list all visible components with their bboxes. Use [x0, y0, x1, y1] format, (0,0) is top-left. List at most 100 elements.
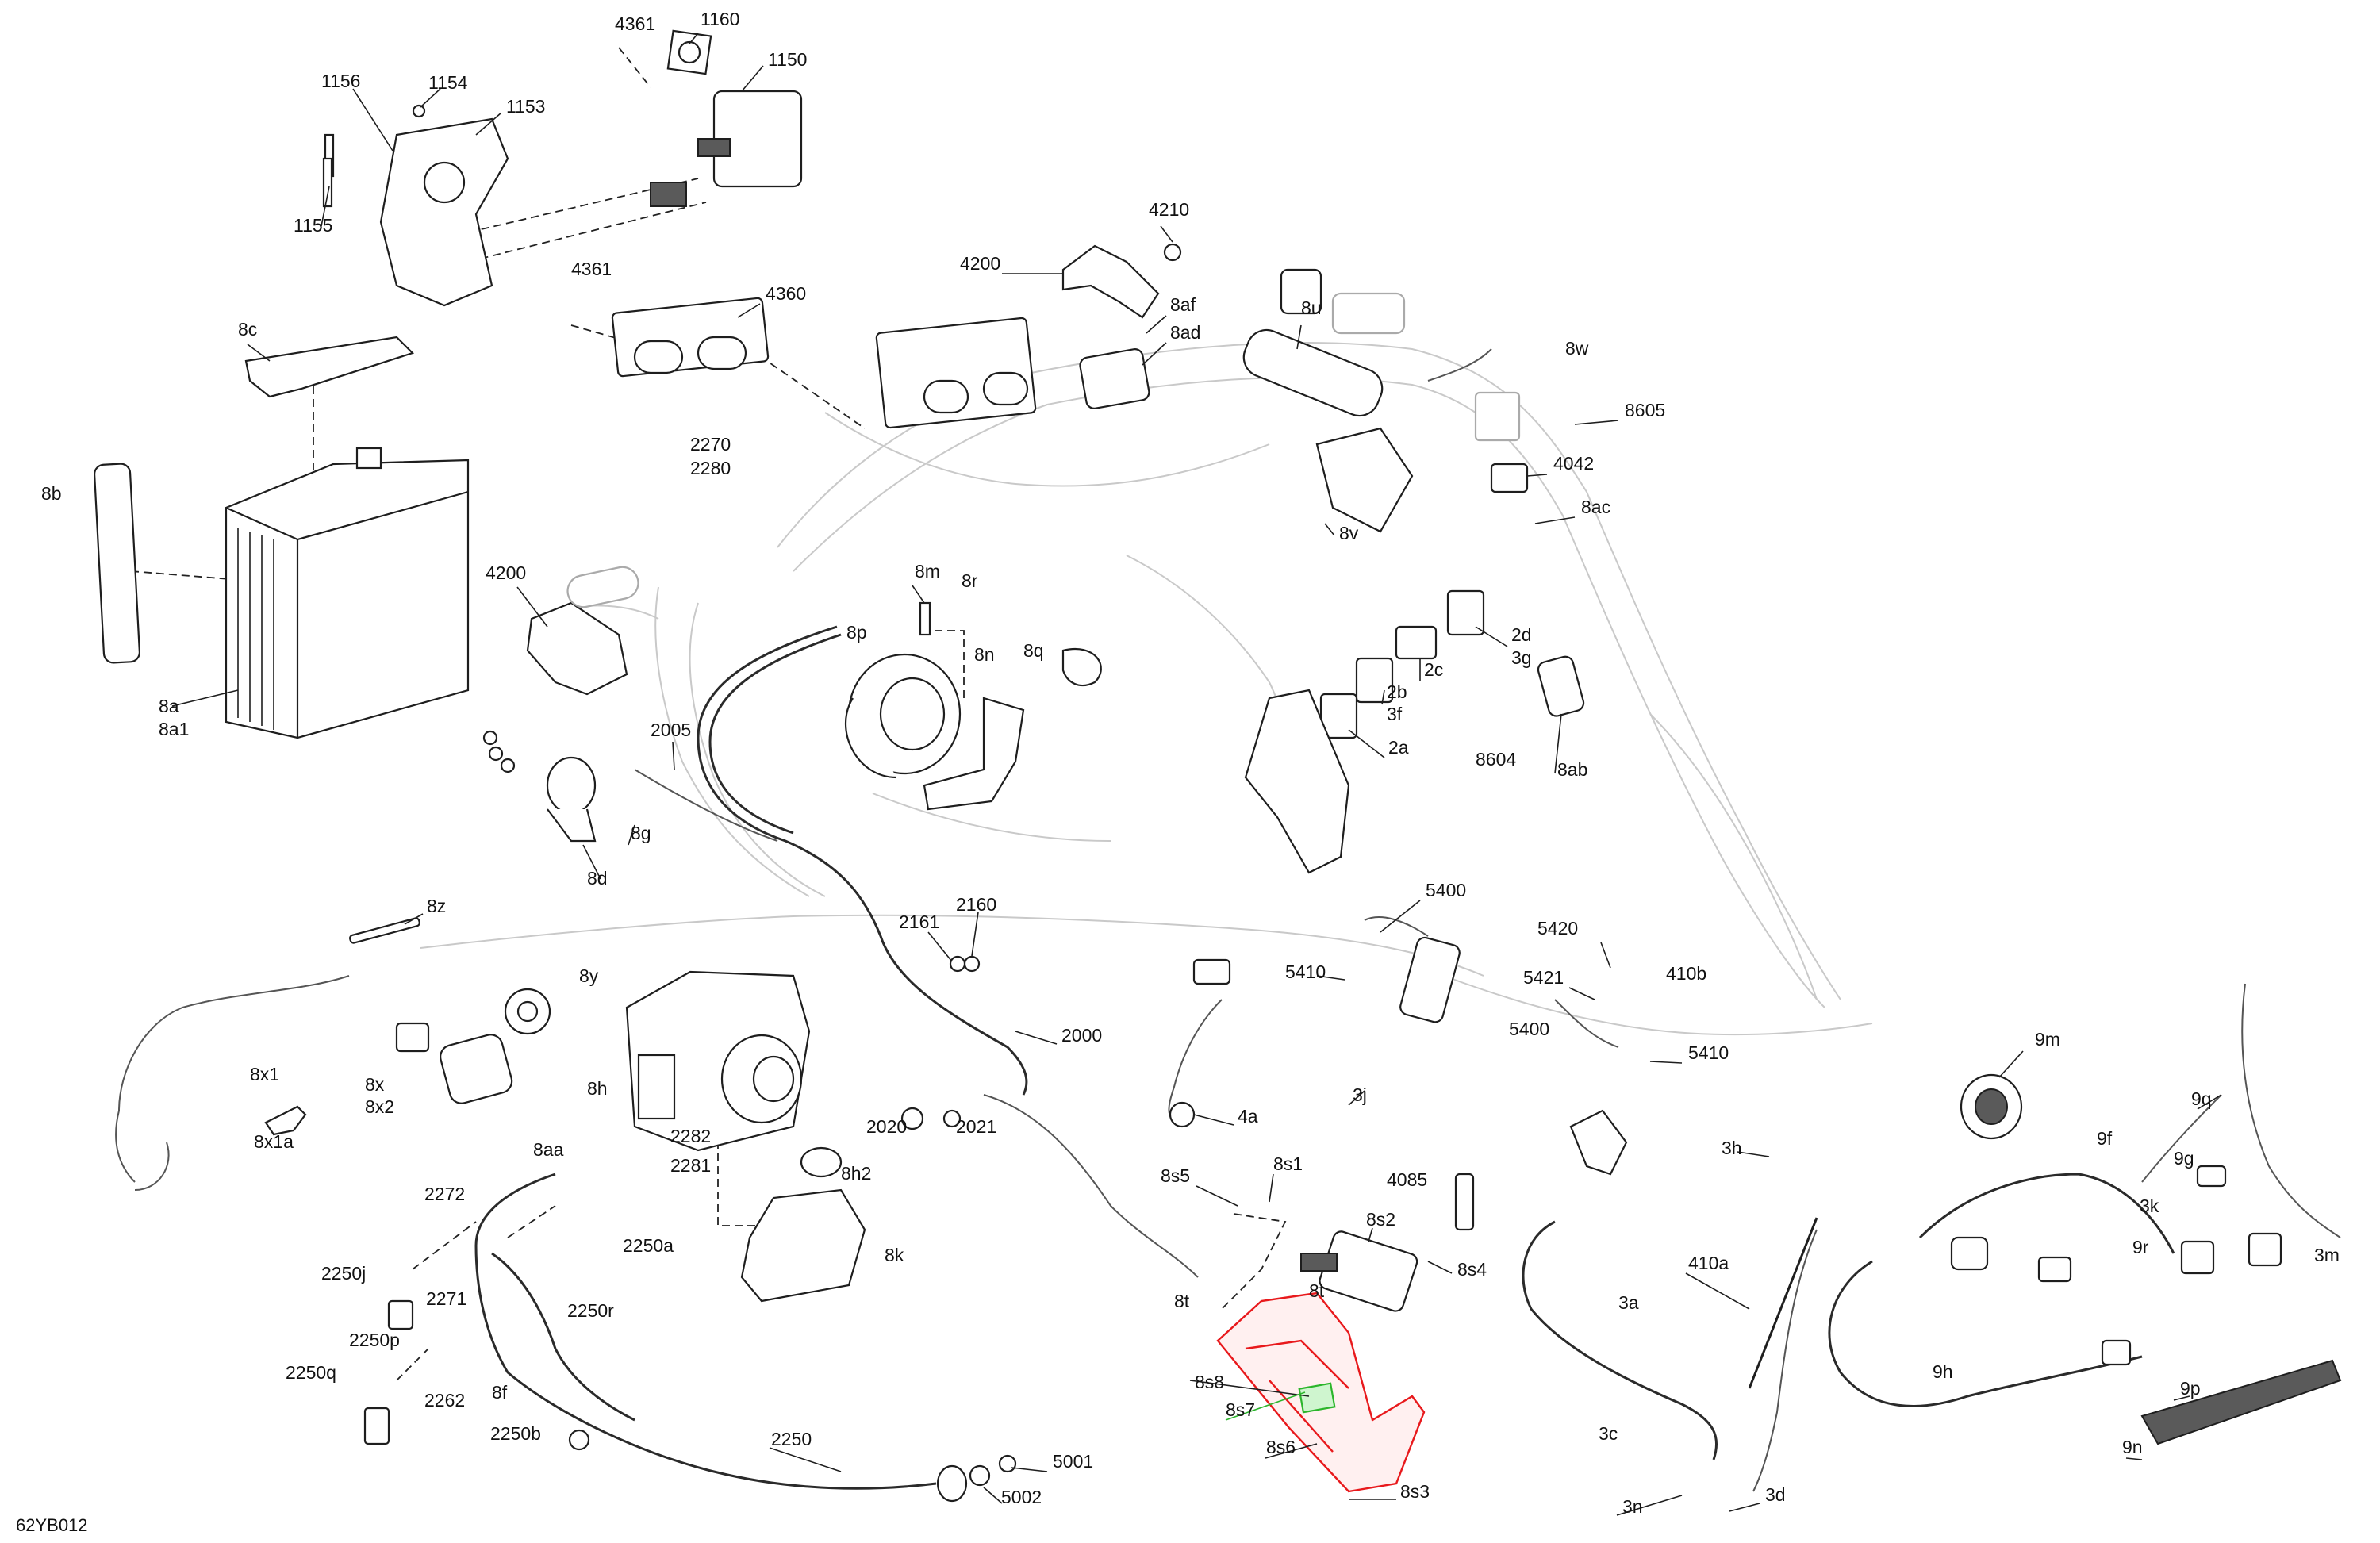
- part-label-8a1: 8a1: [159, 719, 189, 739]
- part-label-5421: 5421: [1523, 967, 1564, 988]
- part-label-3c: 3c: [1599, 1423, 1618, 1444]
- part-label-8605: 8605: [1625, 400, 1665, 420]
- part-label-4085: 4085: [1387, 1169, 1427, 1190]
- part-9m: [1960, 1073, 2023, 1140]
- part-label-1155: 1155: [294, 215, 332, 236]
- part-label-2c: 2c: [1424, 659, 1443, 680]
- part-label-8w: 8w: [1565, 338, 1589, 359]
- part-label-2b: 2b: [1387, 681, 1407, 702]
- part-2160: [963, 955, 981, 973]
- part-8d: [482, 730, 597, 843]
- part-label-3d: 3d: [1765, 1484, 1786, 1505]
- part-8ad: [1079, 348, 1150, 409]
- part-label-5400b: 5400: [1509, 1019, 1549, 1039]
- part-label-8af: 8af: [1170, 294, 1196, 315]
- part-label-8h2: 8h2: [841, 1163, 871, 1184]
- part-label-8s3: 8s3: [1400, 1481, 1430, 1502]
- part-8m-horn: [844, 601, 962, 779]
- part-label-8aa: 8aa: [533, 1139, 564, 1160]
- part-8z: [349, 917, 420, 944]
- part-label-8604: 8604: [1476, 749, 1516, 770]
- part-8ab: [1537, 655, 1585, 717]
- part-label-2161: 2161: [899, 912, 939, 932]
- part-8x1: [264, 1105, 307, 1136]
- part-label-8r: 8r: [962, 570, 978, 591]
- part-label-2271: 2271: [426, 1288, 466, 1309]
- part-label-1154: 1154: [428, 72, 468, 93]
- part-label-5410a: 5410: [1285, 961, 1326, 982]
- part-label-8q: 8q: [1023, 640, 1044, 661]
- part-label-3a: 3a: [1618, 1292, 1639, 1313]
- part-label-3h: 3h: [1722, 1138, 1742, 1158]
- part-label-2270: 2270: [690, 434, 731, 455]
- part-8c: [244, 336, 415, 398]
- part-label-410b: 410b: [1666, 963, 1706, 984]
- part-8u: [1242, 268, 1406, 417]
- part-label-8x1: 8x1: [250, 1064, 279, 1084]
- part-label-3m: 3m: [2314, 1245, 2340, 1265]
- part-label-2021: 2021: [956, 1116, 996, 1137]
- document-code: 62YB012: [16, 1515, 88, 1535]
- part-label-9r: 9r: [2132, 1237, 2149, 1257]
- part-4042: [1474, 391, 1529, 493]
- part-2250-connectors: [363, 1299, 1017, 1503]
- part-label-2250j: 2250j: [321, 1263, 366, 1284]
- part-8n: [923, 697, 1025, 811]
- part-label-5002: 5002: [1001, 1487, 1042, 1507]
- components: [94, 29, 2342, 1503]
- part-8q: [1061, 648, 1102, 687]
- connectors-9: [1950, 1165, 2282, 1366]
- part-label-8s4: 8s4: [1457, 1259, 1487, 1280]
- part-label-8p: 8p: [846, 622, 867, 643]
- part-label-8c: 8c: [238, 319, 257, 340]
- part-label-2005: 2005: [651, 720, 691, 740]
- part-label-5400a: 5400: [1426, 880, 1466, 900]
- part-label-8s8: 8s8: [1195, 1372, 1224, 1392]
- part-label-8k: 8k: [885, 1245, 904, 1265]
- part-label-8b: 8b: [41, 483, 62, 504]
- part-label-9h: 9h: [1933, 1361, 1953, 1382]
- part-label-8t2: 8t: [1309, 1280, 1325, 1301]
- part-1153: [379, 117, 509, 307]
- leader-lines: [171, 33, 2222, 1516]
- bolts-top-left: [322, 104, 426, 208]
- part-label-2282: 2282: [670, 1126, 711, 1146]
- part-2021: [942, 1109, 962, 1128]
- part-label-8f: 8f: [492, 1382, 508, 1403]
- part-label-5420: 5420: [1537, 918, 1578, 938]
- part-label-2000: 2000: [1061, 1025, 1102, 1046]
- part-label-8ab: 8ab: [1557, 759, 1587, 780]
- part-label-2160: 2160: [956, 894, 996, 915]
- part-4085: [1454, 1173, 1475, 1231]
- part-label-8ad: 8ad: [1170, 322, 1200, 343]
- part-label-8s2: 8s2: [1366, 1209, 1395, 1230]
- part-label-8d: 8d: [587, 868, 608, 889]
- frame-outline: [420, 341, 1873, 1036]
- part-label-2250q: 2250q: [286, 1362, 336, 1383]
- switch-panel: [1319, 589, 1485, 739]
- part-label-4200b: 4200: [486, 562, 526, 583]
- part-label-8u: 8u: [1301, 297, 1322, 318]
- part-2020: [900, 1107, 924, 1130]
- part-label-8x2: 8x2: [365, 1096, 394, 1117]
- part-label-9m: 9m: [2035, 1029, 2060, 1050]
- highlighted-bracket-assembly: [1216, 1230, 1426, 1493]
- part-label-8x: 8x: [365, 1074, 385, 1095]
- part-label-8s5: 8s5: [1161, 1165, 1190, 1186]
- part-label-1150: 1150: [768, 49, 807, 70]
- part-label-4042: 4042: [1553, 453, 1594, 474]
- dash-bracket: [1244, 689, 1350, 874]
- part-label-8h: 8h: [587, 1078, 608, 1099]
- part-8a-battery: [225, 447, 470, 739]
- part-label-9g: 9g: [2174, 1148, 2194, 1169]
- part-label-8m: 8m: [915, 561, 940, 582]
- part-label-3g: 3g: [1511, 647, 1532, 668]
- part-8h-abs: [625, 970, 811, 1152]
- part-8v: [1315, 427, 1414, 533]
- part-label-2250b: 2250b: [490, 1423, 541, 1444]
- part-label-3j: 3j: [1353, 1084, 1367, 1105]
- part-label-410a: 410a: [1688, 1253, 1729, 1273]
- part-4200-upper: [1061, 244, 1160, 319]
- part-label-8g: 8g: [631, 823, 651, 843]
